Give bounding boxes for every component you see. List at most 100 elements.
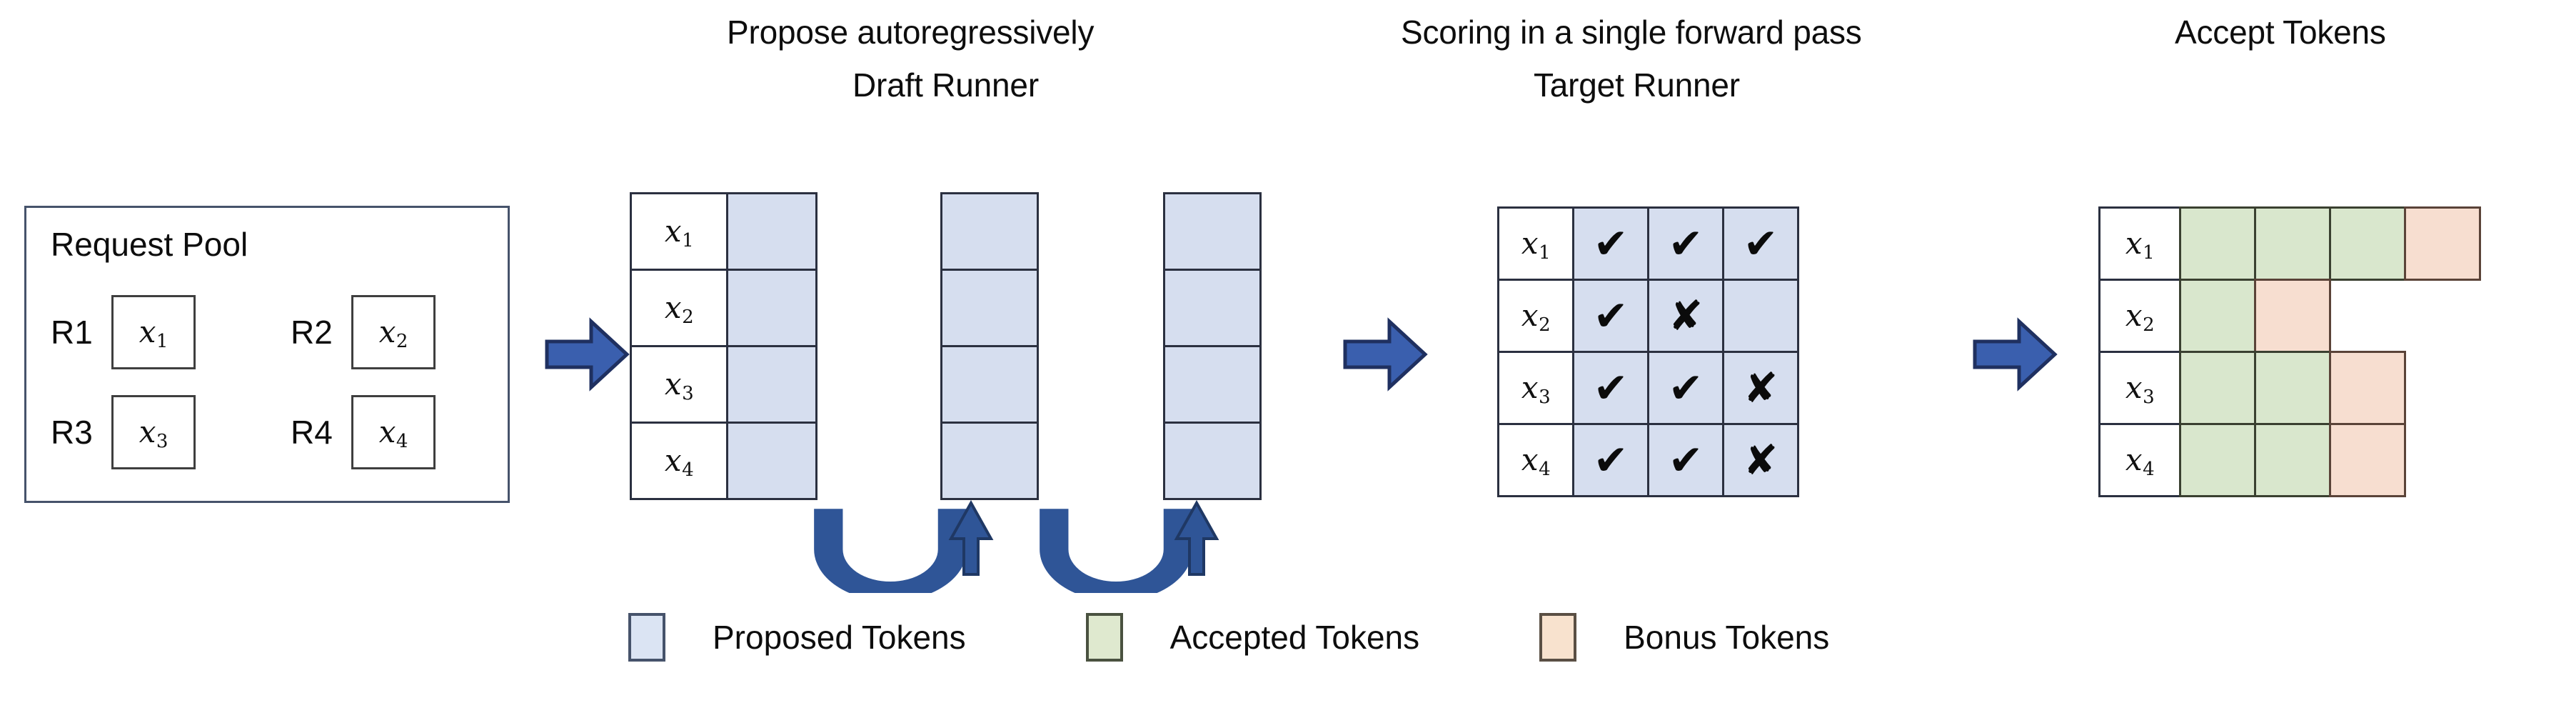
- request-token-r4: x4: [378, 414, 408, 453]
- target-cell-r1-c3: ✔: [1722, 206, 1799, 281]
- draft-label-token-1: x1: [664, 214, 694, 252]
- target-row-4: x4 ✔ ✔ ✘: [1497, 423, 1799, 497]
- draft-cell-s2-r2: [940, 269, 1039, 347]
- draft-row-1: x1: [630, 192, 817, 271]
- draft-cell-s2-r1: [940, 192, 1039, 271]
- cross-icon: ✘: [1743, 364, 1778, 412]
- check-icon: ✔: [1593, 364, 1629, 412]
- target-cell-r2-c1: ✔: [1572, 279, 1649, 353]
- heading-scoring-single-forward-pass: Scoring in a single forward pass: [1401, 14, 1862, 51]
- draft-row-4: x4: [630, 422, 817, 500]
- draft-row-label-3: x3: [630, 345, 728, 424]
- accept-cell-r2-c3-empty: [2329, 279, 2406, 353]
- check-icon: ✔: [1743, 219, 1778, 268]
- accept-row-label-1: x1: [2098, 206, 2181, 281]
- accept-cell-r3-c3-bonus: [2329, 351, 2406, 425]
- target-row-1: x1 ✔ ✔ ✔: [1497, 206, 1799, 281]
- heading-draft-runner: Draft Runner: [852, 66, 1039, 104]
- draft-cell-s2-r3: [940, 345, 1039, 424]
- step-arrow-target-to-accept: [1972, 316, 2058, 393]
- accept-cell-r1-c1: [2179, 206, 2256, 281]
- draft-row-label-1: x1: [630, 192, 728, 271]
- target-cell-r3-c2: ✔: [1647, 351, 1724, 425]
- legend-item-accepted: Accepted Tokens: [1085, 613, 1419, 662]
- target-cell-r1-c2: ✔: [1647, 206, 1724, 281]
- check-icon: ✔: [1593, 436, 1629, 484]
- cross-icon: ✘: [1668, 291, 1704, 340]
- accept-row-1: x1: [2098, 206, 2481, 281]
- accept-cell-r1-c4-bonus: [2404, 206, 2481, 281]
- check-icon: ✔: [1593, 219, 1629, 268]
- legend-swatch-bonus: [1539, 613, 1577, 662]
- draft-cell-s3-r3: [1163, 345, 1262, 424]
- legend: Proposed Tokens Accepted Tokens Bonus To…: [628, 613, 1829, 662]
- draft-runner-step-2: [940, 192, 1039, 500]
- target-cell-r2-c2: ✘: [1647, 279, 1724, 353]
- target-row-2: x2 ✔ ✘: [1497, 279, 1799, 353]
- accept-cell-r2-c1: [2179, 279, 2256, 353]
- heading-accept-tokens: Accept Tokens: [2175, 14, 2386, 51]
- request-token-box-r1: x1: [111, 295, 196, 369]
- draft-cell-s3-r1: [1163, 192, 1262, 271]
- draft-cell-s1-r2: [726, 269, 817, 347]
- check-icon: ✔: [1593, 291, 1629, 340]
- request-token-r2: x2: [378, 314, 408, 353]
- request-label-r3: R3: [51, 414, 93, 451]
- accept-cell-r2-c4-empty: [2404, 279, 2481, 353]
- draft-runner-step-3: [1163, 192, 1262, 500]
- heading-target-runner: Target Runner: [1534, 66, 1740, 104]
- target-cell-r1-c1: ✔: [1572, 206, 1649, 281]
- request-token-box-r2: x2: [351, 295, 436, 369]
- accept-cell-r4-c1: [2179, 423, 2256, 497]
- draft-label-token-4: x4: [664, 443, 694, 482]
- target-cell-r4-c1: ✔: [1572, 423, 1649, 497]
- draft-runner-step-1: x1 x2 x3 x4: [630, 192, 817, 500]
- accept-row-4: x4: [2098, 423, 2481, 497]
- accept-tokens-grid: x1 x2 x3 x4: [2098, 206, 2481, 497]
- target-label-token-2: x2: [1521, 298, 1551, 336]
- step-arrow-draft-to-target: [1342, 316, 1428, 393]
- draft-row-label-4: x4: [630, 422, 728, 500]
- request-pool-panel: Request Pool R1 x1 R2 x2 R3 x3 R4 x4: [24, 206, 510, 503]
- accept-row-label-4: x4: [2098, 423, 2181, 497]
- request-token-box-r3: x3: [111, 395, 196, 469]
- check-icon: ✔: [1668, 364, 1704, 412]
- draft-cell-s3-r4: [1163, 422, 1262, 500]
- target-cell-r3-c1: ✔: [1572, 351, 1649, 425]
- accept-row-2: x2: [2098, 279, 2481, 353]
- draft-label-token-3: x3: [664, 367, 694, 405]
- legend-label-bonus: Bonus Tokens: [1624, 619, 1830, 656]
- accept-cell-r4-c3-bonus: [2329, 423, 2406, 497]
- legend-item-proposed: Proposed Tokens: [628, 613, 966, 662]
- draft-cell-s3-r2: [1163, 269, 1262, 347]
- step-arrow-pool-to-draft: [544, 316, 630, 393]
- draft-cell-s1-r4: [726, 422, 817, 500]
- target-row-3: x3 ✔ ✔ ✘: [1497, 351, 1799, 425]
- check-icon: ✔: [1668, 436, 1704, 484]
- accept-cell-r3-c4-empty: [2404, 351, 2481, 425]
- request-token-r3: x3: [139, 414, 168, 453]
- request-token-box-r4: x4: [351, 395, 436, 469]
- legend-swatch-proposed: [628, 613, 665, 662]
- accept-label-token-3: x3: [2125, 370, 2155, 409]
- request-label-r2: R2: [291, 314, 333, 351]
- legend-swatch-accepted: [1085, 613, 1123, 662]
- draft-row-2: x2: [630, 269, 817, 347]
- legend-item-bonus: Bonus Tokens: [1539, 613, 1829, 662]
- accept-cell-r1-c3: [2329, 206, 2406, 281]
- request-item-r1: R1 x1: [51, 295, 196, 369]
- cross-icon: ✘: [1743, 436, 1778, 484]
- recurrence-arrow-1: [800, 499, 1014, 602]
- check-icon: ✔: [1668, 219, 1704, 268]
- target-label-token-4: x4: [1521, 442, 1551, 481]
- accept-row-label-2: x2: [2098, 279, 2181, 353]
- draft-row-label-2: x2: [630, 269, 728, 347]
- accept-cell-r1-c2: [2254, 206, 2331, 281]
- accept-cell-r4-c4-empty: [2404, 423, 2481, 497]
- legend-label-proposed: Proposed Tokens: [713, 619, 966, 656]
- target-label-token-1: x1: [1521, 226, 1551, 264]
- request-item-r4: R4 x4: [291, 395, 436, 469]
- draft-row-3: x3: [630, 345, 817, 424]
- accept-cell-r2-c2-bonus: [2254, 279, 2331, 353]
- accept-row-3: x3: [2098, 351, 2481, 425]
